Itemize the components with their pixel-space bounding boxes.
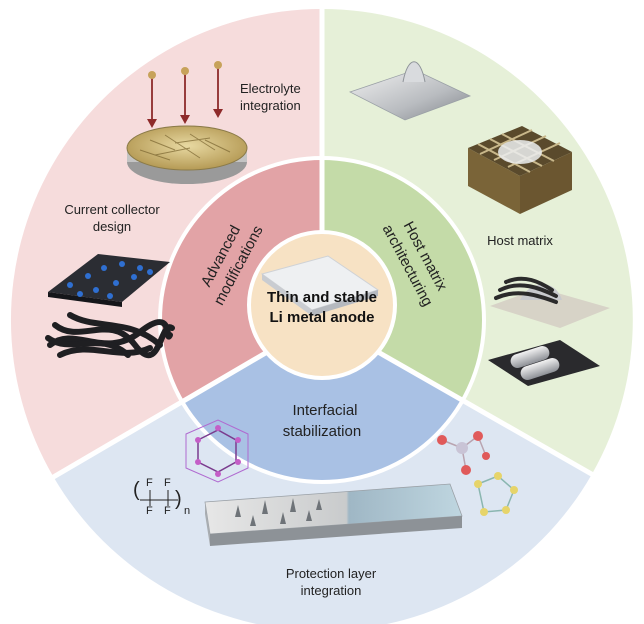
center-foil-illustration bbox=[260, 255, 380, 316]
center-title-line1: Thin and stable bbox=[267, 289, 377, 306]
polymer-formula: ( F F F F ) n bbox=[133, 477, 190, 517]
molecular-cluster-illustration bbox=[437, 431, 518, 516]
formula-bracket-right: ) bbox=[175, 488, 182, 510]
label-host-matrix: Host matrix bbox=[487, 233, 553, 248]
label-protection-line2: integration bbox=[301, 583, 362, 598]
collector-fiber-illustration bbox=[45, 312, 175, 358]
collector-mesh-illustration bbox=[48, 254, 170, 307]
label-electrolyte-line1: Electrolyte bbox=[240, 81, 301, 96]
label-current-collector-line1: Current collector bbox=[64, 202, 160, 217]
protection-slab-illustration bbox=[204, 483, 463, 546]
label-protection-line1: Protection layer bbox=[286, 566, 377, 581]
label-electrolyte-line2: integration bbox=[240, 98, 301, 113]
electrolyte-dropper-icons bbox=[147, 61, 223, 128]
label-interfacial-line2: stabilization bbox=[283, 423, 361, 440]
host-rolls-illustration bbox=[488, 340, 600, 386]
formula-f-top-left: F bbox=[146, 477, 153, 489]
formula-f-top-right: F bbox=[164, 477, 171, 489]
host-scaffold-illustration bbox=[468, 126, 572, 214]
label-current-collector-line2: design bbox=[93, 219, 131, 234]
label-interfacial-line1: Interfacial bbox=[292, 402, 357, 419]
formula-f-bottom-right: F bbox=[164, 505, 171, 517]
formula-subscript: n bbox=[184, 505, 190, 517]
petri-dish-illustration bbox=[126, 125, 248, 184]
center-title-line2: Li metal anode bbox=[269, 309, 374, 326]
formula-bracket-left: ( bbox=[133, 479, 140, 501]
host-foil-illustration bbox=[348, 61, 472, 121]
formula-f-bottom-left: F bbox=[146, 505, 153, 517]
host-fiber-sheet-illustration bbox=[490, 276, 610, 328]
mof-structure-illustration bbox=[185, 419, 249, 483]
